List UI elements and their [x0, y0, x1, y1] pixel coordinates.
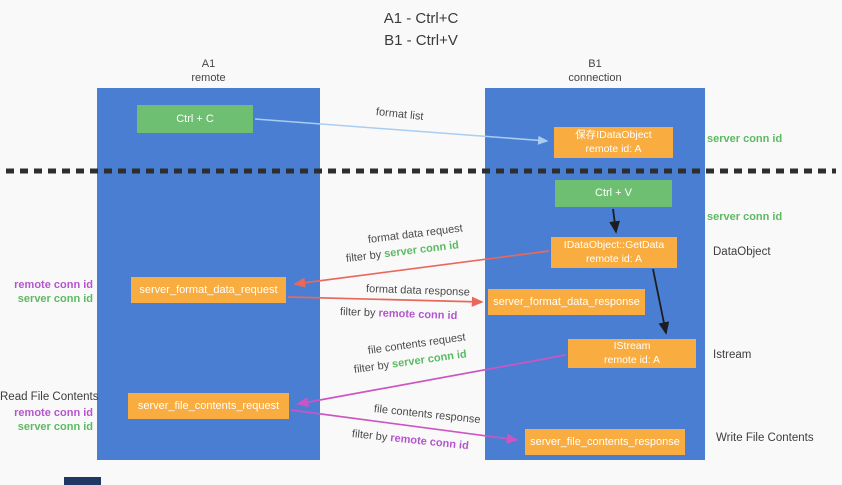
right-column-role: connection	[568, 72, 622, 85]
remote-conn-id-text: remote conn id	[389, 432, 470, 453]
ctrl-c-node: Ctrl + C	[137, 105, 253, 133]
idataobject-getdata-node: IDataObject::GetData remote id: A	[551, 237, 677, 268]
istream-node: IStream remote id: A	[568, 339, 696, 368]
server-format-data-response-label: server_format_data_response	[493, 295, 640, 308]
filter-prefix: filter by	[353, 358, 393, 376]
server-format-data-response-node: server_format_data_response	[488, 289, 645, 315]
filter-prefix: filter by	[351, 428, 391, 444]
read-file-contents-annotation: Read File Contents	[0, 391, 99, 403]
server-file-contents-response-node: server_file_contents_response	[525, 429, 685, 455]
filter-prefix: filter by	[339, 306, 379, 320]
write-file-contents-annotation: Write File Contents	[716, 432, 814, 444]
left-column-header: A1 remote	[97, 57, 320, 86]
filter-remote-conn-label-2: filter by remote conn id	[351, 428, 469, 452]
format-list-label: format list	[375, 106, 425, 123]
left-column-name: A1	[201, 58, 216, 70]
getdata-line1: IDataObject::GetData	[563, 238, 665, 251]
file-contents-response-label: file contents response	[373, 403, 482, 427]
server-conn-id-annotation-left-2: server conn id	[17, 421, 93, 433]
istream-annotation: Istream	[713, 349, 752, 361]
save-idataobject-line1: 保存IDataObject	[575, 128, 652, 141]
right-column-header: B1 connection	[485, 57, 705, 86]
server-conn-id-annotation-mid: server conn id	[707, 211, 783, 223]
remote-conn-id-text: remote conn id	[378, 307, 458, 323]
server-format-data-request-label: server_format_data_request	[139, 283, 278, 296]
server-conn-id-annotation-top: server conn id	[707, 133, 783, 145]
window-fragment	[64, 477, 101, 485]
server-format-data-request-node: server_format_data_request	[131, 277, 286, 303]
server-file-contents-request-label: server_file_contents_request	[137, 399, 280, 412]
remote-conn-id-annotation-2: remote conn id	[14, 407, 93, 419]
ctrl-v-label: Ctrl + V	[595, 187, 632, 200]
istream-line2: remote id: A	[603, 353, 661, 366]
right-column-name: B1	[588, 58, 602, 70]
remote-conn-id-annotation-1: remote conn id	[14, 279, 93, 291]
getdata-line2: remote id: A	[585, 252, 643, 265]
server-file-contents-response-label: server_file_contents_response	[530, 435, 680, 448]
ctrl-v-node: Ctrl + V	[555, 180, 672, 207]
filter-server-conn-label-1: filter by server conn id	[345, 239, 459, 265]
istream-line1: IStream	[613, 339, 651, 352]
format-data-response-label: format data response	[365, 283, 471, 299]
title-line-1: A1 - Ctrl+C	[383, 10, 459, 27]
filter-prefix: filter by	[345, 248, 385, 265]
server-file-contents-request-node: server_file_contents_request	[128, 393, 289, 419]
save-idataobject-node: 保存IDataObject remote id: A	[554, 127, 673, 158]
save-idataobject-line2: remote id: A	[585, 142, 642, 155]
filter-remote-conn-label-1: filter by remote conn id	[340, 306, 458, 322]
ctrl-c-label: Ctrl + C	[176, 112, 214, 125]
dataobject-annotation: DataObject	[713, 246, 771, 258]
title-line-2: B1 - Ctrl+V	[384, 31, 458, 49]
diagram-title: A1 - Ctrl+C B1 - Ctrl+V	[0, 8, 842, 52]
left-column-role: remote	[191, 72, 226, 85]
server-conn-id-annotation-left-1: server conn id	[17, 293, 93, 305]
